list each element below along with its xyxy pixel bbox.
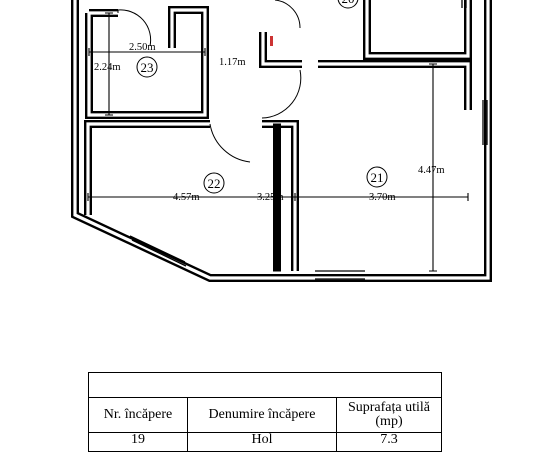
dim-label-21-height: 4.47m	[418, 165, 445, 176]
dim-label-23-height: 2.24m	[94, 62, 121, 73]
dim-label-21-width: 3.70m	[369, 192, 396, 203]
table-row: 19 Hol 7.3	[88, 432, 442, 452]
dim-label-22-height: 3.25m	[257, 192, 284, 203]
room-number-20: 20	[342, 0, 355, 6]
outer-wall-core	[73, 0, 490, 280]
floor-plan-drawing: 2.50m 2.24m 4.57m 3.25m 3.70m 4.47m 1.17…	[71, 0, 492, 282]
dim-label-23-width: 2.50m	[129, 42, 156, 53]
door-swing-hall-top	[274, 0, 301, 29]
dim-label-22-width: 4.57m	[173, 192, 200, 203]
marker	[270, 36, 273, 46]
cell-room-name: Hol	[187, 432, 337, 452]
header-room-number: Nr. încăpere	[88, 397, 188, 433]
room-20-wall-core	[365, 0, 470, 58]
table-caption	[88, 372, 442, 398]
door-swing-hall	[261, 69, 302, 119]
hall-wall-core	[261, 32, 470, 110]
window-top-right	[461, 0, 467, 8]
room-23-wall-core	[87, 8, 207, 117]
room-number-circle-22	[203, 172, 225, 194]
room-number-circle-21	[366, 166, 388, 188]
header-room-name: Denumire încăpere	[187, 397, 337, 433]
room-20-wall	[363, 0, 472, 60]
room-number-circle-23	[136, 56, 158, 78]
door-swing-room-23	[117, 9, 152, 47]
window-right	[482, 100, 492, 145]
cell-room-number: 19	[88, 432, 188, 452]
room-area-table: Nr. încăpere Denumire încăpere Suprafața…	[88, 372, 442, 452]
door-swing-room-22	[209, 123, 251, 163]
room-number-21: 21	[371, 170, 384, 185]
table-header-row: Nr. încăpere Denumire încăpere Suprafața…	[88, 397, 442, 433]
dim-ticks	[87, 12, 469, 272]
cell-usable-area: 7.3	[336, 432, 442, 452]
table-caption-row	[88, 372, 442, 398]
header-usable-area: Suprafața utilă (mp)	[336, 397, 442, 433]
window-bottom	[315, 270, 365, 280]
dim-label-hall: 1.17m	[219, 57, 246, 68]
window-diagonal	[129, 235, 187, 267]
room-number-22: 22	[208, 176, 221, 191]
room-number-circle-20	[337, 0, 359, 9]
room-number-23: 23	[141, 60, 154, 75]
